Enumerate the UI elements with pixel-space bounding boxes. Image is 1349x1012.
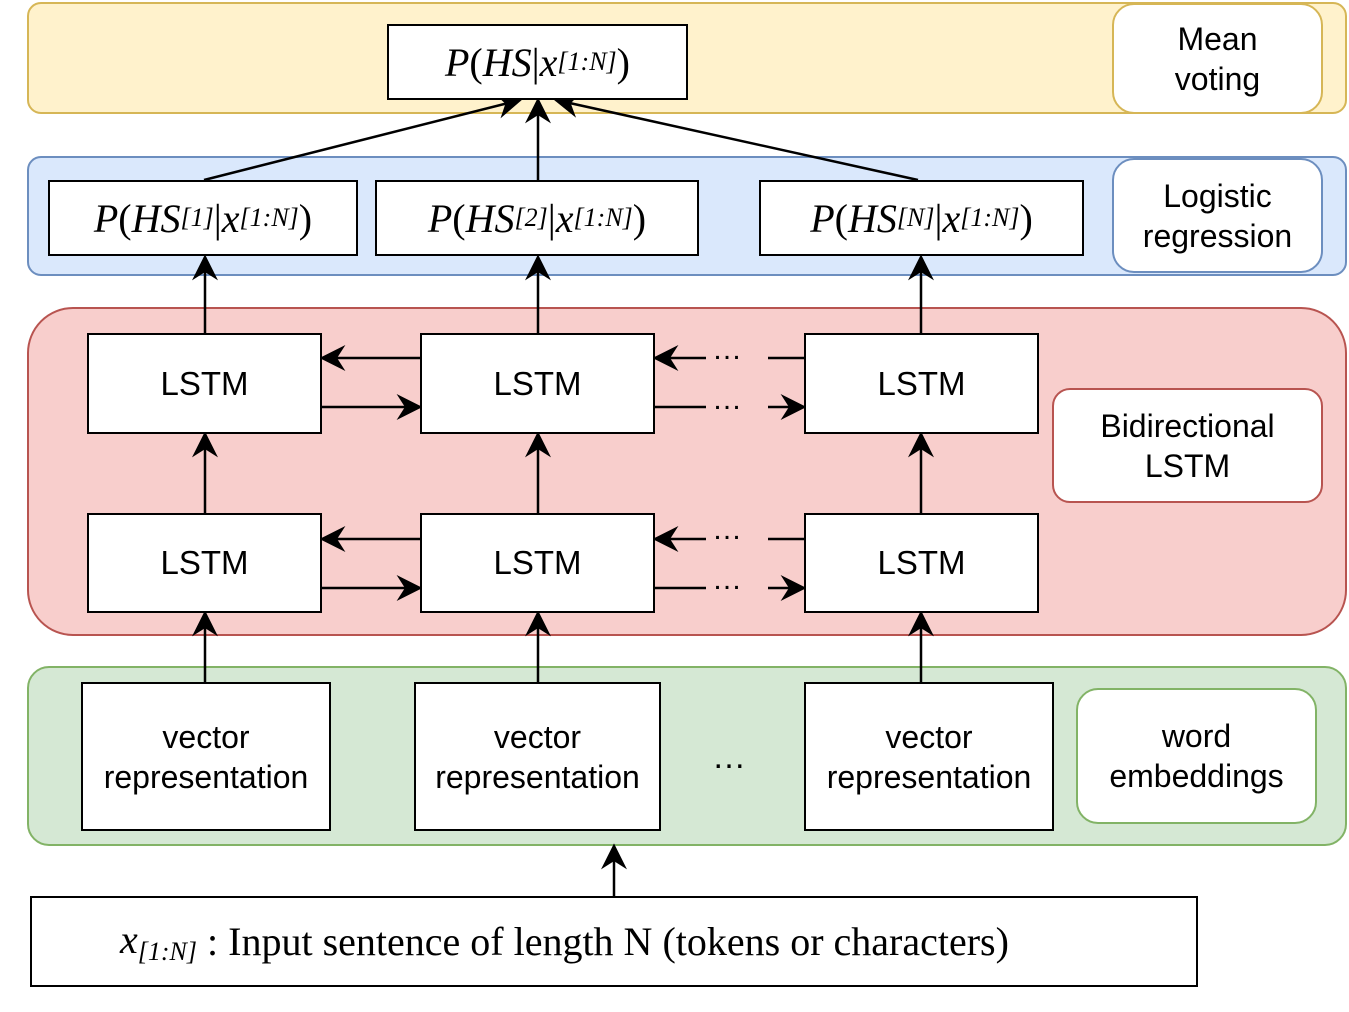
output-hs: HS (482, 39, 532, 85)
ellipsis-upper-back: … (712, 333, 748, 366)
prob-x: x (942, 195, 961, 241)
input-x: x[1:N] (120, 916, 197, 967)
token-probability-box-N: P(HS[N]|x[1:N]) (759, 180, 1084, 256)
vector-representation-2: vector representation (414, 682, 661, 831)
prob-hs: HS (847, 195, 897, 241)
prob-x-sub: [1:N] (573, 203, 633, 232)
prob-close-paren: ) (1019, 195, 1033, 241)
output-func: P (444, 39, 470, 85)
prob-bar: | (547, 195, 556, 241)
word-embeddings-label: word embeddings (1076, 688, 1317, 824)
arrow-to-output-N (553, 92, 919, 182)
prob-open-paren: ( (118, 195, 132, 241)
ellipsis-lower-back: … (712, 513, 748, 546)
lstm-lower-N: LSTM (804, 513, 1039, 613)
lstm-upper-2: LSTM (420, 333, 655, 434)
token-probability-box-2: P(HS[2]|x[1:N]) (375, 180, 699, 256)
prob-x: x (555, 195, 574, 241)
input-description: : Input sentence of length N (tokens or … (197, 919, 1009, 964)
lstm-lower-1: LSTM (87, 513, 322, 613)
prob-x: x (221, 195, 240, 241)
ellipsis-vectors: … (712, 738, 752, 776)
prob-x-sub: [1:N] (960, 203, 1020, 232)
prob-bar: | (213, 195, 222, 241)
output-bar: | (531, 39, 540, 85)
prob-hs-sub: [2] (514, 203, 548, 232)
vector-representation-1: vector representation (81, 682, 331, 831)
vector-representation-N: vector representation (804, 682, 1054, 831)
arrow-to-output-1 (203, 93, 523, 182)
prob-hs-sub: [1] (180, 203, 214, 232)
lstm-lower-2: LSTM (420, 513, 655, 613)
prob-close-paren: ) (298, 195, 313, 241)
output-open-paren: ( (469, 39, 483, 85)
token-probability-box-1: P(HS[1]|x[1:N]) (48, 180, 358, 256)
ellipsis-lower-fwd: … (712, 563, 748, 596)
prob-func: P (93, 195, 119, 241)
input-x-sub: [1:N] (137, 937, 198, 966)
prob-open-paren: ( (452, 195, 466, 241)
prob-bar: | (934, 195, 943, 241)
prob-func: P (810, 195, 835, 241)
input-x-symbol: x (120, 917, 138, 962)
output-close-paren: ) (616, 39, 630, 85)
output-x: x (539, 39, 558, 85)
prob-x-sub: [1:N] (239, 203, 299, 232)
output-probability-box: P(HS|x[1:N]) (387, 24, 688, 100)
lstm-upper-N: LSTM (804, 333, 1039, 434)
ellipsis-upper-fwd: … (712, 383, 748, 416)
lstm-upper-1: LSTM (87, 333, 322, 434)
prob-func: P (427, 195, 453, 241)
mean-voting-label: Mean voting (1112, 3, 1323, 114)
input-sentence-box: x[1:N] : Input sentence of length N (tok… (30, 896, 1198, 987)
output-x-sub: [1:N] (557, 47, 617, 76)
prob-hs: HS (465, 195, 515, 241)
prob-hs-sub: [N] (896, 203, 935, 232)
prob-hs: HS (131, 195, 181, 241)
logistic-regression-label: Logistic regression (1112, 158, 1323, 273)
prob-close-paren: ) (632, 195, 647, 241)
prob-open-paren: ( (834, 195, 848, 241)
bidirectional-lstm-label: Bidirectional LSTM (1052, 388, 1323, 503)
